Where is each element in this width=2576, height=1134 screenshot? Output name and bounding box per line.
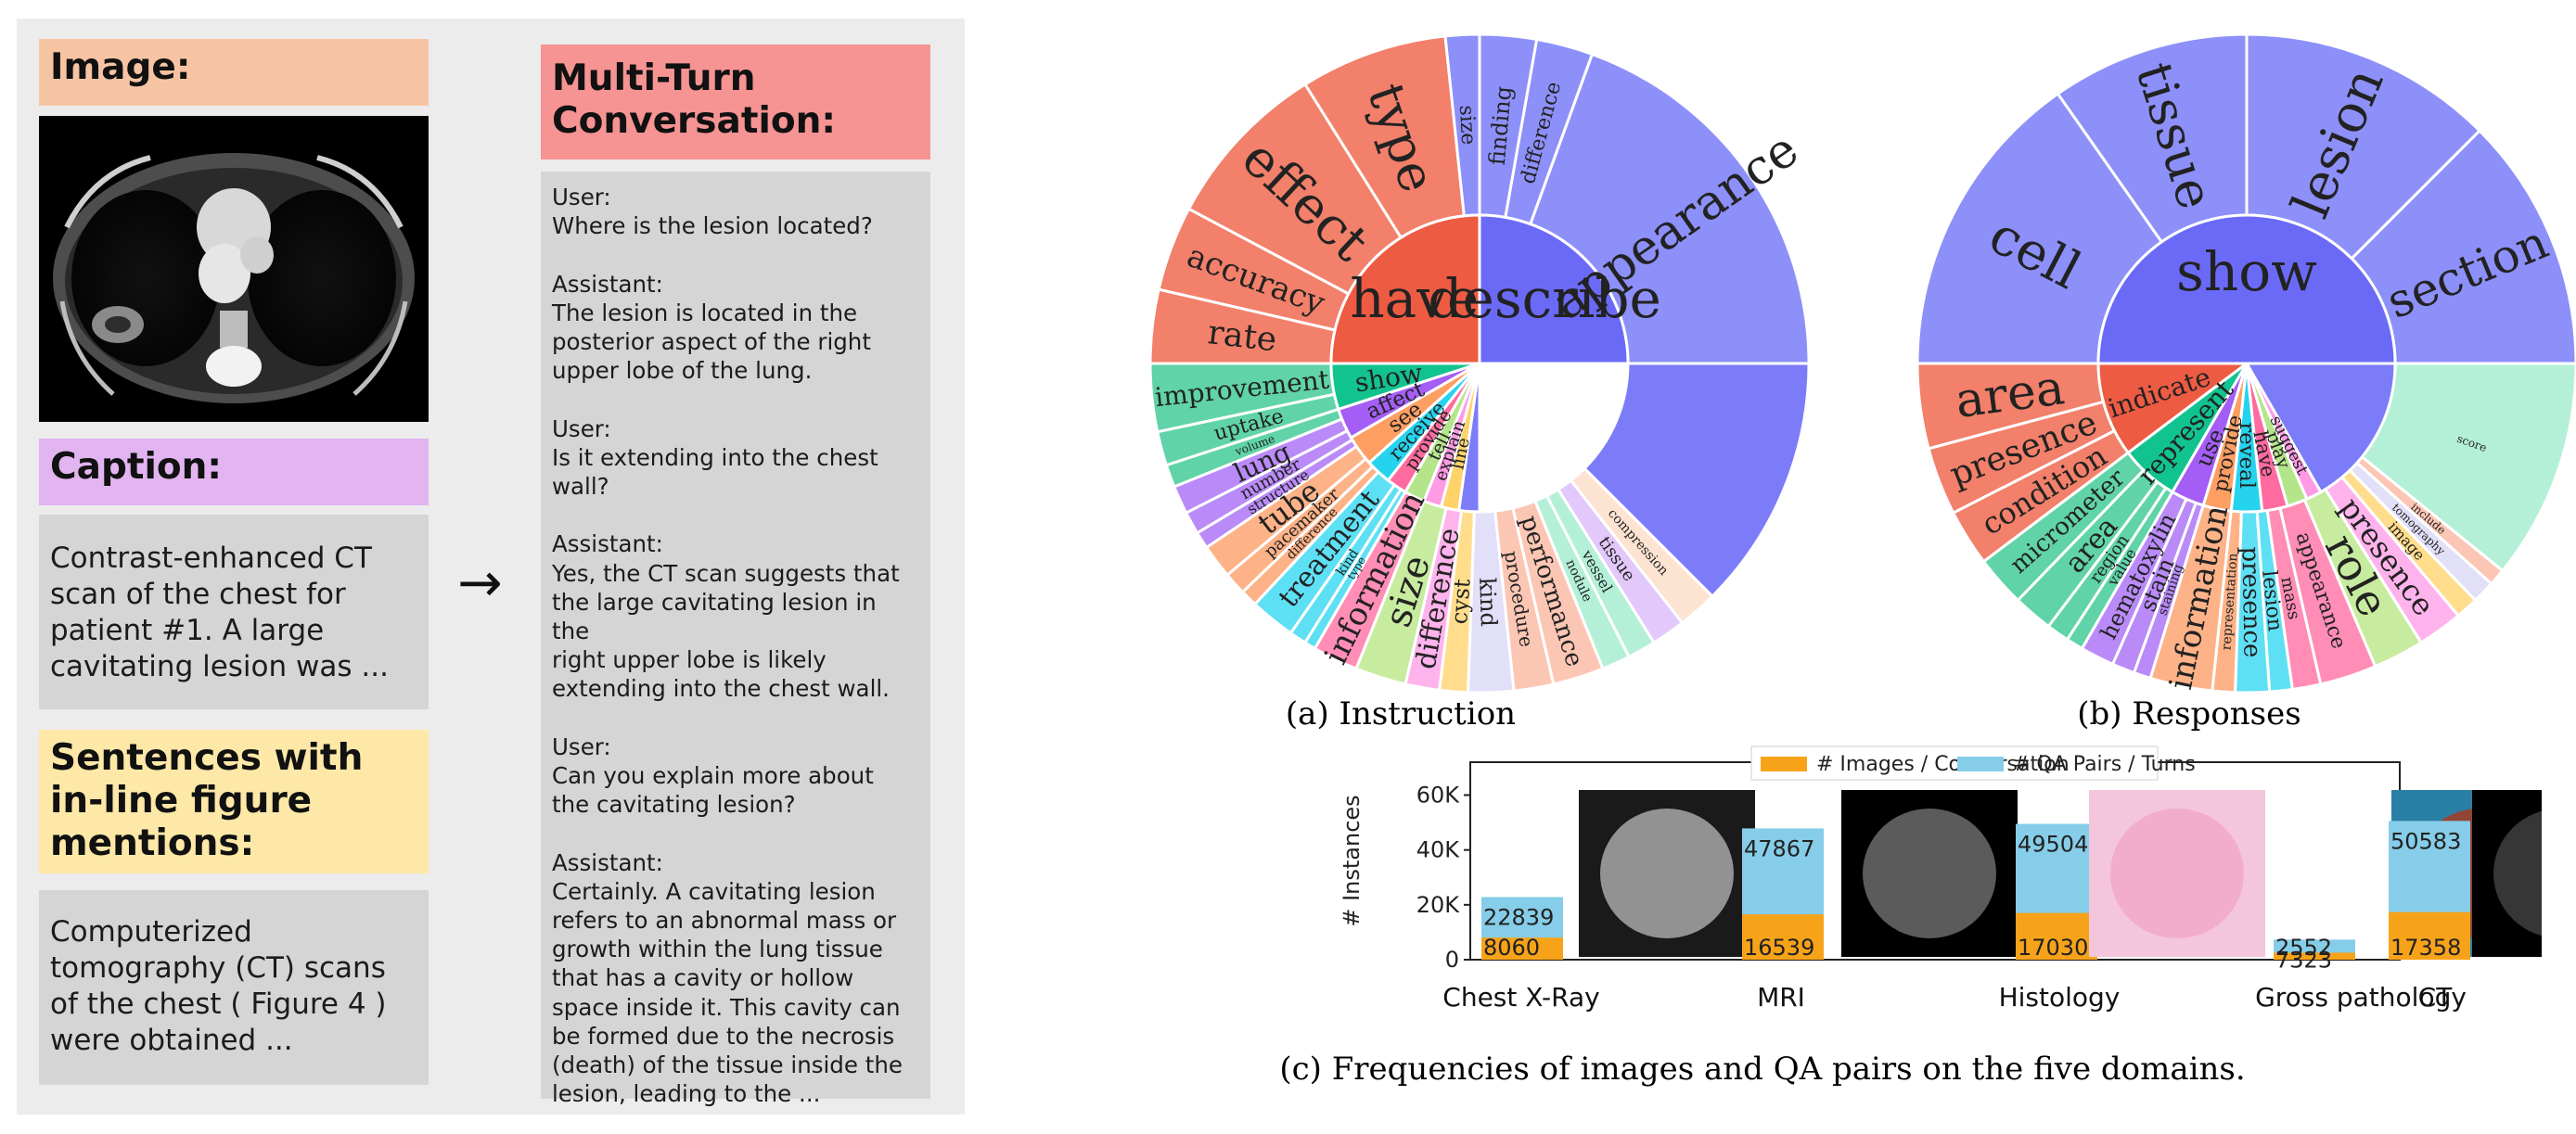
outer-segment-label: presence xyxy=(2236,546,2265,657)
inner-segment xyxy=(2244,362,2397,494)
y-tick-label: 60K xyxy=(1416,783,1461,809)
inner-segment xyxy=(1478,213,1630,365)
images-value-label: 8060 xyxy=(1483,935,1540,961)
images-bar xyxy=(1481,937,1563,960)
qa-value-label: 50583 xyxy=(2390,828,2461,854)
images-bar xyxy=(2016,912,2097,960)
legend-box xyxy=(1750,745,2159,781)
arrow-icon: → xyxy=(457,551,503,614)
sentences-text: Computerized tomography (CT) scans of th… xyxy=(39,890,429,1085)
outer-segment xyxy=(1511,499,1605,686)
responses-caption: (b) Responses xyxy=(2077,695,2301,733)
outer-segment xyxy=(1569,466,1715,625)
images-bar xyxy=(2274,952,2355,960)
images-value-label: 16539 xyxy=(1744,935,1814,961)
qa-value-label: 49504 xyxy=(2018,832,2088,858)
qa-value-label: 47867 xyxy=(1744,835,1814,861)
inner-segment-label: have xyxy=(1350,267,1479,330)
domain-thumbnail-shape xyxy=(2110,809,2244,938)
x-category-label: CT xyxy=(2418,982,2454,1013)
caption-text: Contrast-enhanced CT scan of the chest f… xyxy=(39,515,429,709)
ct-scan-drawing xyxy=(53,153,415,403)
ct-scan-image xyxy=(39,116,429,422)
legend-label: # QA Pairs / Turns xyxy=(2013,753,2196,776)
images-bar xyxy=(2389,911,2470,960)
legend-swatch xyxy=(1957,757,2004,771)
y-tick-label: 40K xyxy=(1416,837,1461,863)
sentences-header: Sentences with in-line figure mentions: xyxy=(39,730,429,873)
x-category-label: MRI xyxy=(1757,982,1805,1013)
x-category-label: Histology xyxy=(1999,982,2121,1013)
inner-segment-label: show xyxy=(2176,240,2317,303)
inner-segment-label: describe xyxy=(1428,267,1660,330)
inner-segment xyxy=(2096,213,2397,365)
images-value-label: 2552 xyxy=(2275,935,2332,961)
caption-header: Caption: xyxy=(39,439,429,505)
outer-segment-label: size xyxy=(1455,105,1480,146)
x-category-label: Chest X-Ray xyxy=(1442,982,1599,1013)
outer-segment-label: representation xyxy=(2219,553,2240,651)
y-tick-label: 20K xyxy=(1416,892,1461,918)
conversation-header: Multi-Turn Conversation: xyxy=(541,45,930,159)
x-category-label: Gross pathology xyxy=(2255,982,2467,1013)
qa-value-label: 22839 xyxy=(1483,904,1554,930)
chart-caption: (c) Frequencies of images and QA pairs o… xyxy=(1279,1051,2246,1088)
outer-segment-label: cyst xyxy=(1446,578,1476,625)
image-header: Image: xyxy=(39,39,429,106)
inner-segment xyxy=(1457,363,1481,514)
conversation-text: User: Where is the lesion located? Assis… xyxy=(541,172,930,1107)
outer-segment xyxy=(1583,362,1811,599)
images-bar xyxy=(1742,914,1824,960)
outer-segment-label: kind xyxy=(1474,577,1502,627)
domain-thumbnail-shape xyxy=(1863,809,1996,938)
y-axis-label: # Instances xyxy=(1339,795,1365,926)
responses-sunburst: sectionlesiontissuecellareapresencecondi… xyxy=(1916,32,2576,694)
legend-swatch xyxy=(1761,757,1807,771)
outer-segment-label: rate xyxy=(1206,313,1279,359)
images-value-label: 17358 xyxy=(2390,935,2461,961)
legend: # Images / Conversation# QA Pairs / Turn… xyxy=(1750,745,2196,781)
y-tick-label: 0 xyxy=(1445,947,1459,973)
domain-thumbnail-shape xyxy=(2493,810,2542,937)
domain-thumbnail-shape xyxy=(1600,809,1734,938)
legend-label: # Images / Conversation xyxy=(1816,753,2070,776)
instruction-sunburst: appearancedifferencefindingsizetypeeffec… xyxy=(1148,32,1811,694)
images-value-label: 17030 xyxy=(2018,935,2088,961)
inner-segment xyxy=(2096,362,2251,455)
inner-segment xyxy=(1329,213,1481,365)
instruction-caption: (a) Instruction xyxy=(1285,695,1517,733)
inner-segment-label: reveal xyxy=(2235,422,2259,489)
qa-value-label: 7323 xyxy=(2275,947,2332,973)
outer-segment xyxy=(1493,506,1556,693)
